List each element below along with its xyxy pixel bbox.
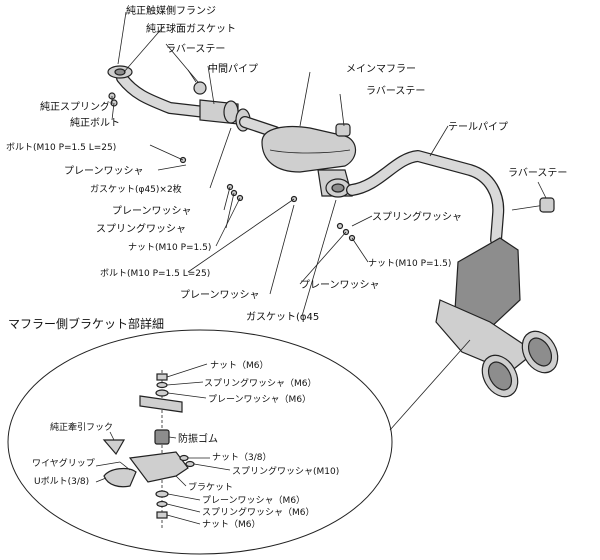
main-muffler [261,125,357,173]
leader-lines [111,11,547,317]
label-plain-washer-4: プレーンワッシャ [300,279,380,291]
label-oem-cat-flange: 純正触媒側フランジ [126,4,216,17]
detail-bracket-icon [128,451,189,483]
detail-label-spring-washer-m10: スプリングワッシャ(M10) [232,465,339,477]
detail-plain-washer-bot-icon [155,490,169,498]
label-gasket-x2: ガスケット(φ45)×2枚 [90,183,182,195]
detail-label-bracket: ブラケット [188,481,233,493]
detail-label-nut-38: ナット（3/8） [212,452,272,463]
label-main-muffler: メインマフラー [346,63,416,75]
label-plain-washer-3: プレーンワッシャ [180,289,260,301]
detail-label-plain-washer-m6-top: プレーンワッシャ（M6） [208,394,311,405]
label-rubber-stay-1: ラバーステー [166,43,225,55]
detail-label-u-bolt: Uボルト(3/8) [34,476,89,487]
label-gasket-2: ガスケット(φ45 [246,311,319,323]
detail-u-bolt-icon [103,467,137,488]
detail-label-spring-washer-m6-bot: スプリングワッシャ（M6） [202,506,315,518]
detail-hook-icon [102,439,126,456]
label-bolt-1: ボルト(M10 P=1.5 L=25) [6,142,116,153]
detail-parts [102,370,195,530]
label-oem-bolt: 純正ボルト [70,116,120,129]
rubber-stay-3-icon [539,197,555,213]
label-rubber-stay-3: ラバーステー [508,167,567,179]
detail-label-anti-vibration-rubber: 防振ゴム [178,432,218,445]
label-plain-washer-1: プレーンワッシャ [64,165,144,177]
detail-label-oem-hook: 純正牽引フック [50,421,113,433]
detail-nut-bot-icon [156,511,168,519]
detail-callout-ellipse [7,329,393,555]
label-nut-1: ナット(M10 P=1.5) [128,242,211,253]
detail-rubber-icon [154,429,170,445]
label-mid-pipe: 中間パイプ [208,62,258,75]
detail-plain-washer-top-icon [155,389,169,397]
detail-nut-top-icon [156,373,168,381]
label-nut-2: ナット(M10 P=1.5) [368,258,451,269]
detail-spring-washer-top-icon [156,381,168,389]
label-spring-washer-1: スプリングワッシャ [96,222,186,235]
detail-leaders [95,363,231,525]
detail-label-wire-grip: ワイヤグリップ [32,457,95,469]
detail-label-nut-m6-top: ナット（M6） [210,360,269,371]
label-rubber-stay-2: ラバーステー [366,85,425,97]
label-oem-spring: 純正スプリング [40,100,110,113]
detail-spring-washer-bot-icon [156,500,168,508]
label-spring-washer-2: スプリングワッシャ [372,210,462,223]
label-plain-washer-2: プレーンワッシャ [112,205,192,217]
detail-label-plain-washer-m6-bot: プレーンワッシャ（M6） [202,495,305,506]
label-tail-pipe: テールパイプ [448,121,508,133]
rubber-stay-1-icon [193,81,207,95]
exhaust-system [107,65,559,398]
detail-label-nut-m6-bot: ナット（M6） [202,519,261,530]
detail-title: マフラー側ブラケット部詳細 [8,316,164,331]
label-oem-ball-gasket: 純正球面ガスケット [146,22,236,35]
detail-body-plate-icon [139,395,183,413]
rubber-stay-2-icon [335,123,351,137]
detail-callout-leader [389,339,471,431]
detail-label-spring-washer-m6-top: スプリングワッシャ（M6） [204,377,317,389]
label-bolt-2: ボルト(M10 P=1.5 L=25) [100,268,210,279]
